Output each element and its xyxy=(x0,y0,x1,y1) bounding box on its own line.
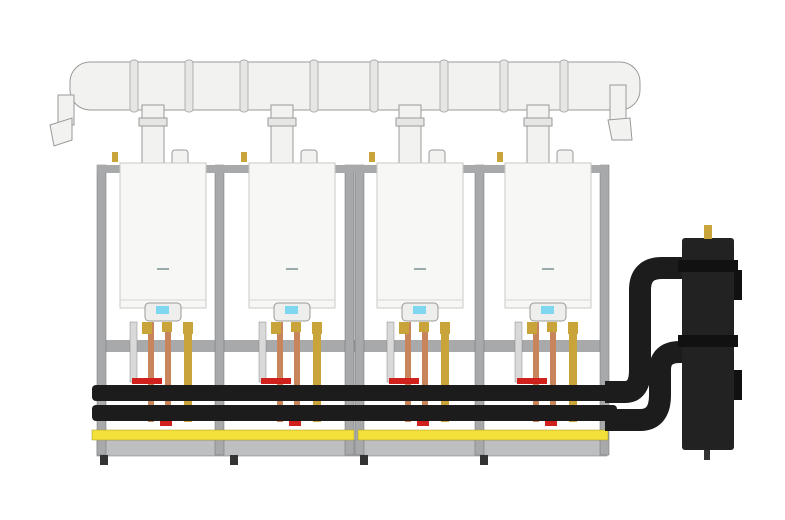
copper-pipe xyxy=(294,322,300,417)
brass-fitting xyxy=(399,322,409,334)
boiler-casing xyxy=(376,162,464,309)
copper-pipe xyxy=(165,322,171,417)
flue-joint xyxy=(559,59,569,113)
boiler-flue-riser xyxy=(398,104,422,164)
relief-valve xyxy=(112,152,118,162)
frame-top-rail xyxy=(97,165,607,173)
brass-fitting xyxy=(440,322,450,334)
copper-pipe xyxy=(405,322,411,422)
flue-riser-collar xyxy=(523,117,553,127)
brass-pipe xyxy=(569,322,577,422)
boiler-flue-riser xyxy=(526,104,550,164)
relief-valve xyxy=(497,152,503,162)
flue-joint xyxy=(439,59,449,113)
brass-fitting xyxy=(547,322,557,332)
brass-fitting xyxy=(142,322,152,334)
flow-elbow xyxy=(605,257,685,403)
frame-foot xyxy=(230,455,238,465)
brand-logo xyxy=(157,268,169,270)
flue-elbow-right xyxy=(607,117,633,141)
separator-flange xyxy=(678,335,738,347)
copper-pipe xyxy=(148,322,154,422)
flue-joint xyxy=(499,59,509,113)
hydraulic-separator xyxy=(605,225,742,460)
brass-fitting xyxy=(312,322,322,334)
flue-joint xyxy=(369,59,379,113)
boiler-casing xyxy=(119,162,207,309)
condensate-pipe xyxy=(258,321,267,383)
control-display xyxy=(413,306,426,314)
brand-logo xyxy=(542,268,554,270)
brand-logo xyxy=(286,268,298,270)
flue-elbow-left xyxy=(49,117,73,147)
hydraulic-manifold xyxy=(91,385,617,465)
valve-handle xyxy=(132,378,162,384)
brass-fitting xyxy=(419,322,429,332)
control-display xyxy=(285,306,298,314)
flue-joint xyxy=(129,59,139,113)
boiler-casing xyxy=(504,162,592,309)
control-display xyxy=(541,306,554,314)
valve-handle xyxy=(389,378,419,384)
flue-riser-collar xyxy=(267,117,297,127)
valve-handle xyxy=(261,378,291,384)
condensate-pipe xyxy=(514,321,523,383)
gas-header-right xyxy=(357,429,609,441)
boiler-flue-riser xyxy=(270,104,294,164)
brand-logo xyxy=(414,268,426,270)
flue-header-pipe xyxy=(49,59,641,147)
side-connection xyxy=(734,270,742,300)
copper-pipe xyxy=(533,322,539,422)
frame-foot xyxy=(100,455,108,465)
gas-valve-handle xyxy=(289,418,301,426)
copper-pipe xyxy=(422,322,428,417)
relief-valve xyxy=(369,152,375,162)
flue-riser-collar xyxy=(138,117,168,127)
brass-fitting xyxy=(527,322,537,334)
return-elbow xyxy=(605,341,685,431)
return-header xyxy=(92,405,617,421)
gas-header-left xyxy=(91,429,355,441)
condensate-pipe xyxy=(386,321,395,383)
copper-pipe xyxy=(277,322,283,422)
condensate-pipe xyxy=(129,321,138,383)
brass-fitting xyxy=(183,322,193,334)
flue-pipe xyxy=(69,61,641,111)
brass-pipe xyxy=(313,322,321,422)
valve-handle xyxy=(517,378,547,384)
boiler-units xyxy=(112,104,592,426)
boiler-casing xyxy=(248,162,336,309)
flue-joint xyxy=(184,59,194,113)
mounting-frame xyxy=(96,164,610,457)
side-connection xyxy=(734,370,742,400)
air-vent xyxy=(704,225,712,239)
gas-valve-handle xyxy=(545,418,557,426)
frame-foot xyxy=(360,455,368,465)
gas-valve-handle xyxy=(160,418,172,426)
brass-fitting xyxy=(568,322,578,334)
copper-pipe xyxy=(550,322,556,417)
boiler-flue-riser xyxy=(141,104,165,164)
frame-foot xyxy=(480,455,488,465)
separator-flange xyxy=(678,260,738,272)
relief-valve xyxy=(241,152,247,162)
gas-valve-handle xyxy=(417,418,429,426)
brass-pipe xyxy=(184,322,192,422)
control-display xyxy=(156,306,169,314)
brass-fitting xyxy=(162,322,172,332)
flow-header xyxy=(92,385,617,401)
brass-fitting xyxy=(271,322,281,334)
flue-joint xyxy=(239,59,249,113)
flue-riser-collar xyxy=(395,117,425,127)
flue-joint xyxy=(309,59,319,113)
drain-valve xyxy=(704,450,710,460)
brass-pipe xyxy=(441,322,449,422)
brass-fitting xyxy=(291,322,301,332)
